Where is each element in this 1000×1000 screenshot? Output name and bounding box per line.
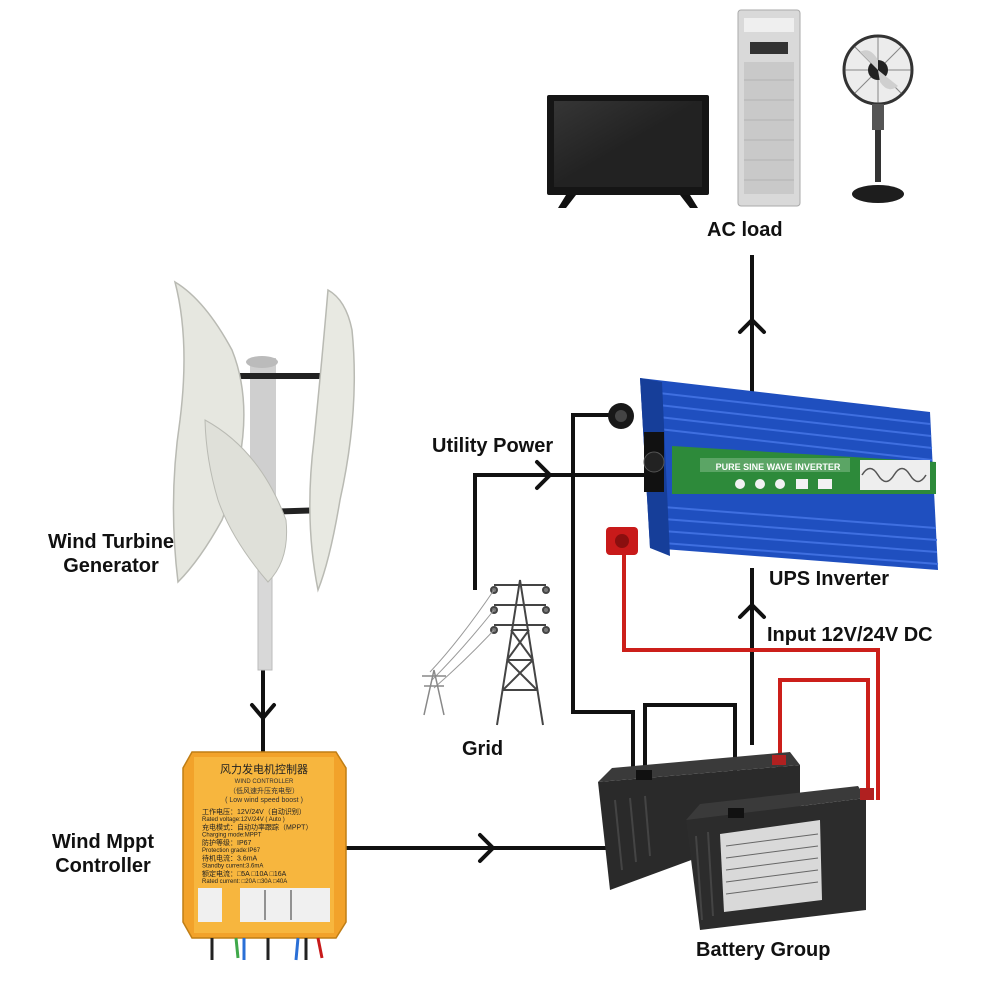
mppt-controller-label-line2: Controller	[55, 855, 151, 877]
wind-turbine-icon	[172, 280, 356, 671]
flow-arrows	[250, 318, 766, 863]
controller-spec-line: 充电模式：自动功率跟踪（MPPT）	[202, 823, 312, 832]
input-dc-label: Input 12V/24V DC	[767, 624, 933, 646]
wind-turbine-label-line1: Wind Turbine	[47, 531, 175, 553]
wind-turbine-label-line2: Generator	[63, 555, 159, 577]
ups-inverter-label: UPS Inverter	[769, 568, 890, 590]
wind-controller-icon: 风力发电机控制器 WIND CONTROLLER （低风速升压充电型） ( Lo…	[182, 751, 347, 961]
chevron-arrow-icon	[478, 833, 495, 863]
controller-spec-line: 额定电流：□5A □10A □16A	[202, 869, 287, 878]
controller-title-cn: 风力发电机控制器	[220, 762, 308, 776]
grid-label: Grid	[462, 738, 504, 760]
battery-icon	[686, 786, 874, 930]
controller-spec-line: 待机电流：3.6mA	[202, 854, 258, 863]
chevron-arrow-icon	[738, 318, 766, 334]
chevron-arrow-icon	[535, 460, 552, 490]
chevron-arrow-icon	[738, 603, 766, 619]
ac-load-label: AC load	[707, 219, 783, 241]
mppt-controller-label-line1: Wind Mppt	[51, 831, 154, 853]
tv-icon	[547, 95, 709, 208]
wire-negative	[571, 413, 635, 775]
utility-power-label: Utility Power	[432, 435, 554, 457]
inverter-icon: PURE SINE WAVE INVERTER	[606, 378, 939, 570]
controller-spec-line: 防护等级：IP67	[202, 838, 252, 847]
wind-turbine-label: Wind Turbine Generator	[26, 530, 196, 578]
air-conditioner-icon	[737, 9, 801, 207]
controller-spec-line: Protection grade:IP67	[202, 848, 261, 854]
controller-spec-list: 工作电压：12V/24V（自动识别）Rated voltage:12V/24V …	[202, 807, 312, 885]
controller-subtitle-en: ( Low wind speed boost )	[225, 797, 303, 804]
controller-subtitle-cn: （低风速升压充电型）	[229, 786, 299, 795]
wire-grid-to-inverter	[473, 473, 645, 590]
mppt-controller-label: Wind Mppt Controller	[28, 830, 178, 878]
battery-group-label: Battery Group	[696, 939, 831, 961]
wire-positive	[622, 548, 880, 800]
controller-spec-line: Rated voltage:12V/24V ( Auto )	[202, 817, 285, 823]
fan-icon	[842, 34, 914, 203]
controller-spec-line: Rated current: □20A □30A □40A	[202, 879, 287, 885]
wire-battery-interconnect-red	[778, 678, 870, 800]
wiring	[261, 255, 880, 850]
controller-spec-line: 工作电压：12V/24V（自动识别）	[202, 807, 306, 816]
chevron-arrow-icon	[250, 703, 276, 720]
controller-spec-line: Standby current:3.6mA	[202, 864, 263, 870]
inverter-panel-title: PURE SINE WAVE INVERTER	[716, 462, 841, 472]
power-tower-icon	[422, 579, 550, 726]
controller-spec-line: Charging mode:MPPT	[202, 833, 262, 839]
controller-title-en: WIND CONTROLLER	[235, 779, 294, 785]
